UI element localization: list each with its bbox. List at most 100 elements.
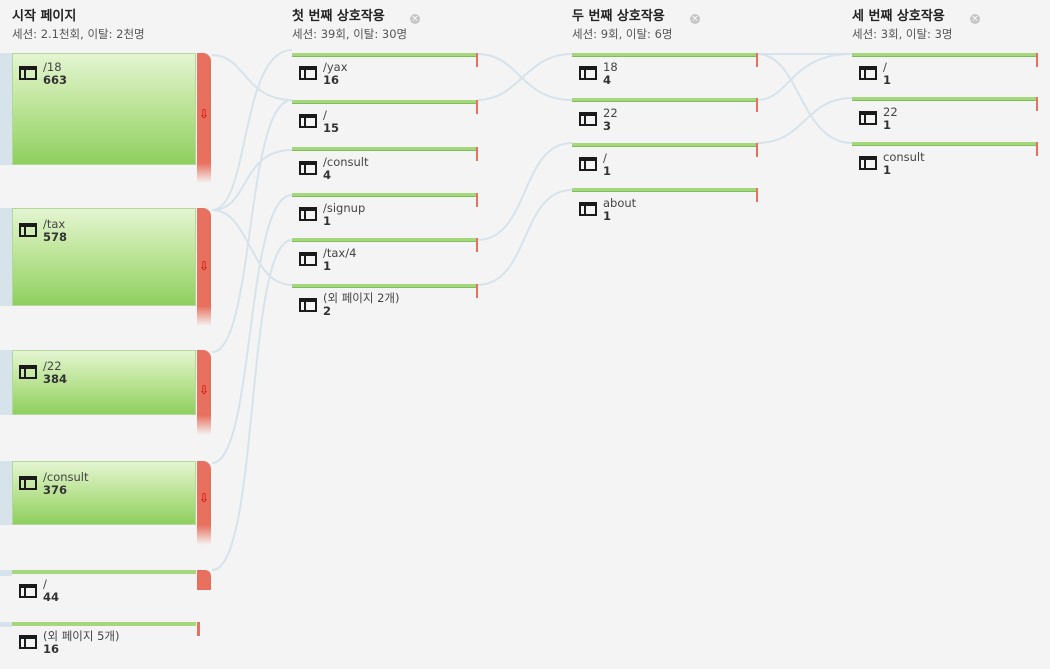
- node-count: 1: [603, 164, 612, 178]
- column-stats: 세션: 39회, 이탈: 30명: [292, 27, 408, 41]
- second-node-22[interactable]: 22 3: [572, 98, 758, 136]
- table-icon: [859, 156, 877, 170]
- dropoff-bar[interactable]: [756, 188, 758, 202]
- table-icon: [299, 298, 317, 312]
- dropoff-bar[interactable]: [756, 143, 758, 157]
- dropoff-bar[interactable]: [756, 98, 758, 112]
- remove-column-first-button[interactable]: ×: [410, 14, 420, 24]
- node-label: /consult: [43, 470, 89, 484]
- node-label: /tax/4: [323, 246, 357, 260]
- node-label: 18: [603, 60, 618, 74]
- dropoff-arrow-icon: ⇩: [199, 383, 210, 397]
- table-icon: [859, 66, 877, 80]
- table-icon: [299, 114, 317, 128]
- table-icon: [19, 584, 37, 598]
- table-icon: [19, 476, 37, 490]
- node-label: /18: [43, 60, 62, 74]
- node-label: /22: [43, 359, 62, 373]
- node-count: 1: [323, 259, 332, 273]
- table-icon: [579, 202, 597, 216]
- table-icon: [859, 111, 877, 125]
- dropoff-bar[interactable]: [1036, 97, 1038, 111]
- node-count: 1: [883, 118, 892, 132]
- column-header-first: 첫 번째 상호작용 세션: 39회, 이탈: 30명: [292, 8, 407, 42]
- node-count: 376: [43, 483, 68, 497]
- node-count: 663: [43, 73, 68, 87]
- dropoff-bar[interactable]: [197, 622, 200, 636]
- dropoff-bar[interactable]: [197, 570, 211, 590]
- node-label: /: [43, 577, 47, 591]
- column-title: 첫 번째 상호작용: [292, 9, 385, 24]
- third-node-consult[interactable]: consult 1: [852, 142, 1038, 180]
- column-header-start: 시작 페이지 세션: 2.1천회, 이탈: 2천명: [12, 8, 145, 42]
- column-stats: 세션: 2.1천회, 이탈: 2천명: [12, 27, 145, 41]
- table-icon: [19, 635, 37, 649]
- first-node-yax[interactable]: /yax 16: [292, 53, 478, 91]
- node-label: 22: [883, 105, 898, 119]
- table-icon: [299, 66, 317, 80]
- node-count: 1: [603, 209, 612, 223]
- dropoff-arrow-icon: ⇩: [199, 259, 210, 273]
- table-icon: [579, 157, 597, 171]
- node-count: 16: [43, 642, 60, 656]
- dropoff-bar[interactable]: [756, 53, 758, 67]
- column-stats: 세션: 9회, 이탈: 6명: [572, 27, 673, 41]
- dropoff-bar[interactable]: [1036, 142, 1038, 156]
- third-node-root[interactable]: / 1: [852, 53, 1038, 91]
- table-icon: [299, 161, 317, 175]
- dropoff-bar[interactable]: [476, 193, 478, 207]
- table-icon: [579, 112, 597, 126]
- table-icon: [579, 66, 597, 80]
- node-label: /signup: [323, 201, 366, 215]
- column-header-third: 세 번째 상호작용 세션: 3회, 이탈: 3명: [852, 8, 952, 42]
- third-node-22[interactable]: 22 1: [852, 97, 1038, 135]
- table-icon: [299, 207, 317, 221]
- dropoff-bar[interactable]: [197, 350, 211, 415]
- node-count: 1: [883, 163, 892, 177]
- column-title: 시작 페이지: [12, 9, 77, 24]
- table-icon: [299, 252, 317, 266]
- node-count: 1: [323, 214, 332, 228]
- remove-column-third-button[interactable]: ×: [970, 14, 980, 24]
- dropoff-bar[interactable]: [197, 208, 211, 306]
- second-node-root[interactable]: / 1: [572, 143, 758, 181]
- first-node-consult[interactable]: /consult 4: [292, 147, 478, 185]
- table-icon: [19, 66, 37, 80]
- first-node-signup[interactable]: /signup 1: [292, 193, 478, 231]
- node-count: 384: [43, 372, 68, 386]
- dropoff-bar[interactable]: [1036, 53, 1038, 67]
- table-icon: [19, 223, 37, 237]
- dropoff-bar[interactable]: [197, 461, 211, 525]
- node-label: /: [603, 151, 607, 165]
- node-count: 1: [883, 73, 892, 87]
- node-label: /consult: [323, 155, 369, 169]
- node-count: 3: [603, 119, 612, 133]
- remove-column-second-button[interactable]: ×: [690, 14, 700, 24]
- node-label: /tax: [43, 217, 66, 231]
- node-label: (외 페이지 2개): [323, 291, 400, 305]
- first-node-tax-4[interactable]: /tax/4 1: [292, 238, 478, 276]
- first-node-root[interactable]: / 15: [292, 100, 478, 138]
- node-label: /: [323, 108, 327, 122]
- dropoff-bar[interactable]: [476, 100, 478, 114]
- dropoff-bar[interactable]: [476, 284, 478, 298]
- node-count: 578: [43, 230, 68, 244]
- dropoff-arrow-icon: ⇩: [199, 491, 210, 505]
- node-count: 16: [323, 73, 340, 87]
- dropoff-bar[interactable]: [476, 238, 478, 252]
- node-count: 4: [323, 168, 332, 182]
- node-label: (외 페이지 5개): [43, 629, 120, 643]
- dropoff-bar[interactable]: [476, 147, 478, 161]
- node-label: /yax: [323, 60, 348, 74]
- dropoff-bar[interactable]: [197, 53, 211, 163]
- node-label: 22: [603, 106, 618, 120]
- second-node-18[interactable]: 18 4: [572, 53, 758, 91]
- node-label: consult: [883, 150, 925, 164]
- table-icon: [19, 365, 37, 379]
- first-node-other-pages[interactable]: (외 페이지 2개) 2: [292, 284, 478, 322]
- second-node-about[interactable]: about 1: [572, 188, 758, 226]
- dropoff-bar[interactable]: [476, 53, 478, 67]
- dropoff-arrow-icon: ⇩: [199, 107, 210, 121]
- column-title: 세 번째 상호작용: [852, 9, 945, 24]
